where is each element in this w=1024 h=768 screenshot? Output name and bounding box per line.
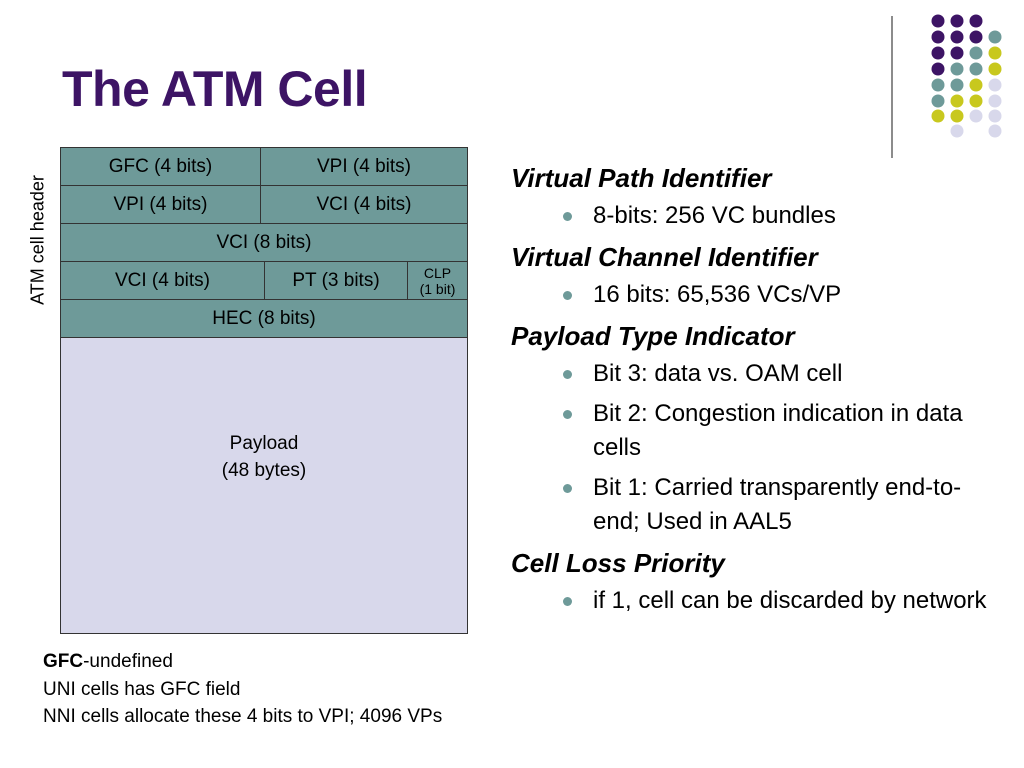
field-pt: PT (3 bits) — [265, 262, 408, 299]
bullet-list: 16 bits: 65,536 VCs/VP — [563, 278, 1001, 312]
bullet-item: Bit 1: Carried transparently end-to-end;… — [563, 471, 1001, 539]
section-vpi: Virtual Path Identifier 8-bits: 256 VC b… — [511, 160, 1001, 233]
field-gfc: GFC (4 bits) — [61, 148, 261, 185]
decorative-dot — [988, 30, 1002, 44]
header-row-4: VCI (4 bits) PT (3 bits) CLP (1 bit) — [61, 262, 467, 300]
note-nni: NNI cells allocate these 4 bits to VPI; … — [43, 706, 443, 727]
decorative-dot — [950, 94, 964, 108]
header-row-3: VCI (8 bits) — [61, 224, 467, 262]
decorative-dot — [931, 46, 945, 60]
decorative-dot — [950, 46, 964, 60]
decorative-dot — [931, 78, 945, 92]
bullet-item: 16 bits: 65,536 VCs/VP — [563, 278, 1001, 312]
decorative-dot — [969, 62, 983, 76]
bullet-list: if 1, cell can be discarded by network — [563, 584, 1001, 618]
bullet-dot-icon — [563, 291, 572, 300]
decorative-dot — [988, 94, 1002, 108]
decorative-dot — [969, 78, 983, 92]
decorative-dot — [931, 30, 945, 44]
atm-cell-header-label: ATM cell header — [27, 175, 48, 305]
bullet-text: if 1, cell can be discarded by network — [593, 587, 987, 614]
section-clp: Cell Loss Priority if 1, cell can be dis… — [511, 545, 1001, 618]
bullet-dot-icon — [563, 212, 572, 221]
bullet-item: Bit 3: data vs. OAM cell — [563, 357, 1001, 391]
decorative-dot — [931, 62, 945, 76]
decorative-dot — [988, 46, 1002, 60]
section-heading: Payload Type Indicator — [511, 321, 795, 351]
note-gfc-term: GFC — [43, 651, 84, 672]
section-vci: Virtual Channel Identifier 16 bits: 65,5… — [511, 239, 1001, 312]
section-heading: Cell Loss Priority — [511, 548, 725, 578]
clp-bits: (1 bit) — [419, 280, 456, 297]
decorative-dot — [988, 124, 1002, 138]
bullet-text: Bit 3: data vs. OAM cell — [593, 360, 843, 387]
field-hec: HEC (8 bits) — [212, 307, 316, 329]
decorative-dot — [950, 124, 964, 138]
field-vci-high: VCI (4 bits) — [316, 193, 412, 215]
decorative-dot — [969, 14, 983, 28]
clp-label: CLP — [423, 264, 452, 281]
decorative-dot — [950, 78, 964, 92]
bullet-item: if 1, cell can be discarded by network — [563, 584, 1001, 618]
decorative-dot — [931, 109, 945, 123]
field-clp: CLP (1 bit) — [408, 262, 467, 299]
field-descriptions: Virtual Path Identifier 8-bits: 256 VC b… — [511, 160, 1001, 624]
bullet-dot-icon — [563, 410, 572, 419]
field-vpi-low: VPI (4 bits) — [61, 186, 261, 223]
payload-size: (48 bytes) — [221, 460, 307, 481]
field-vpi-high: VPI (4 bits) — [317, 155, 411, 177]
decorative-dot — [950, 109, 964, 123]
bullet-list: Bit 3: data vs. OAM cell Bit 2: Congesti… — [563, 357, 1001, 539]
decorative-dot — [969, 46, 983, 60]
header-row-5: HEC (8 bits) — [61, 300, 467, 338]
header-row-1: GFC (4 bits) VPI (4 bits) — [61, 148, 467, 186]
bullet-text: 8-bits: 256 VC bundles — [593, 202, 836, 229]
section-pt: Payload Type Indicator Bit 3: data vs. O… — [511, 318, 1001, 539]
decorative-dot — [969, 94, 983, 108]
decorative-dot — [931, 94, 945, 108]
divider-line — [891, 16, 893, 158]
slide-title: The ATM Cell — [62, 61, 368, 117]
note-uni: UNI cells has GFC field — [43, 678, 241, 700]
bullet-dot-icon — [563, 597, 572, 606]
section-heading: Virtual Channel Identifier — [511, 242, 818, 272]
bullet-text: Bit 2: Congestion indication in data cel… — [593, 400, 963, 461]
payload-label: Payload — [229, 433, 299, 454]
decorative-dot — [988, 109, 1002, 123]
decorative-dot — [969, 109, 983, 123]
bullet-text: Bit 1: Carried transparently end-to-end;… — [593, 474, 962, 535]
bullet-item: 8-bits: 256 VC bundles — [563, 199, 1001, 233]
bullet-item: Bit 2: Congestion indication in data cel… — [563, 397, 1001, 465]
decorative-dot — [931, 14, 945, 28]
field-vci-mid: VCI (8 bits) — [216, 231, 312, 253]
decorative-dot — [950, 30, 964, 44]
decorative-dot — [950, 62, 964, 76]
payload-area: Payload (48 bytes) — [61, 338, 467, 633]
decorative-dot — [988, 78, 1002, 92]
footnotes: GFC-undefined UNI cells has GFC field NN… — [43, 648, 442, 731]
note-gfc: GFC-undefined — [43, 648, 442, 676]
bullet-text: 16 bits: 65,536 VCs/VP — [593, 281, 842, 308]
atm-cell-diagram: GFC (4 bits) VPI (4 bits) VPI (4 bits) V… — [60, 147, 468, 634]
bullet-list: 8-bits: 256 VC bundles — [563, 199, 1001, 233]
section-heading: Virtual Path Identifier — [511, 163, 772, 193]
decorative-dot — [988, 62, 1002, 76]
field-vci-low: VCI (4 bits) — [61, 262, 265, 299]
header-row-2: VPI (4 bits) VCI (4 bits) — [61, 186, 467, 224]
note-gfc-text: -undefined — [83, 651, 173, 672]
decorative-dot — [969, 30, 983, 44]
bullet-dot-icon — [563, 370, 572, 379]
bullet-dot-icon — [563, 484, 572, 493]
decorative-dot — [950, 14, 964, 28]
